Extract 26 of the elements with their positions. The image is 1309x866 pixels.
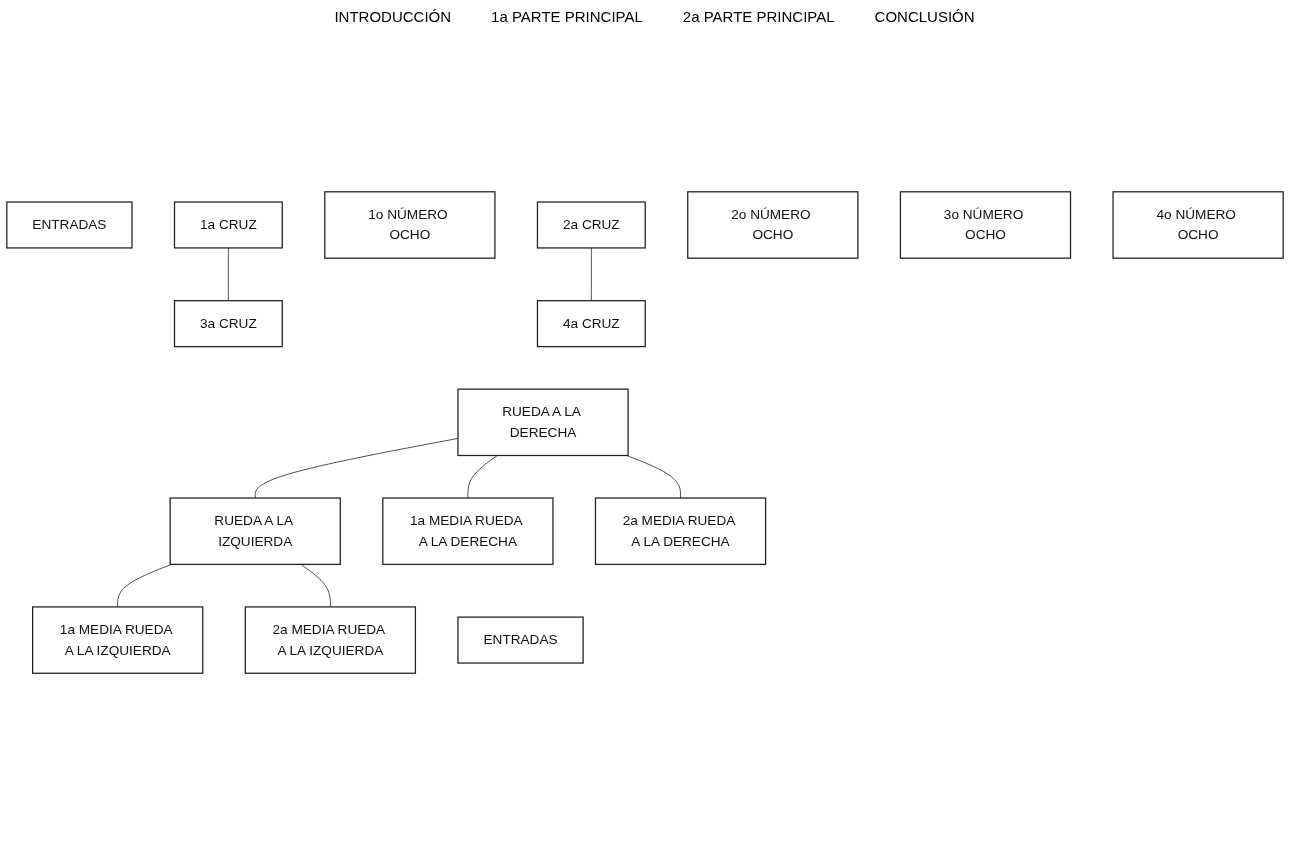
node-box: 1o NÚMERO OCHO [324, 191, 496, 260]
connector [300, 564, 331, 608]
node-box: 2a MEDIA RUEDA A LA IZQUIERDA [244, 606, 417, 675]
node-box: 3o NÚMERO OCHO [899, 191, 1072, 260]
section-label: 1a PARTE PRINCIPAL [491, 8, 643, 25]
node-box: 1a CRUZ [173, 201, 283, 250]
node-box: 4o NÚMERO OCHO [1112, 191, 1284, 260]
node-box: 2a MEDIA RUEDA A LA DERECHA [594, 497, 767, 566]
section-label: CONCLUSIÓN [874, 8, 975, 25]
node-box: 2o NÚMERO OCHO [687, 191, 859, 260]
node-box: RUEDA A LA DERECHA [457, 389, 629, 457]
node-box: 1a MEDIA RUEDA A LA IZQUIERDA [32, 606, 204, 675]
node-box: 2a CRUZ [536, 201, 646, 250]
connector [626, 455, 681, 499]
connector [467, 455, 498, 499]
node-box: 3a CRUZ [173, 300, 283, 348]
section-label: 2a PARTE PRINCIPAL [682, 8, 835, 25]
connector [117, 564, 172, 608]
node-box: 1a MEDIA RUEDA A LA DERECHA [382, 497, 554, 566]
node-box: ENTRADAS [6, 201, 133, 250]
connector [590, 248, 592, 302]
section-label: INTRODUCCIÓN [334, 8, 452, 25]
node-box: 4a CRUZ [536, 300, 646, 348]
node-box: ENTRADAS [457, 616, 584, 665]
connector [227, 248, 229, 302]
node-box: RUEDA A LA IZQUIERDA [169, 497, 341, 566]
